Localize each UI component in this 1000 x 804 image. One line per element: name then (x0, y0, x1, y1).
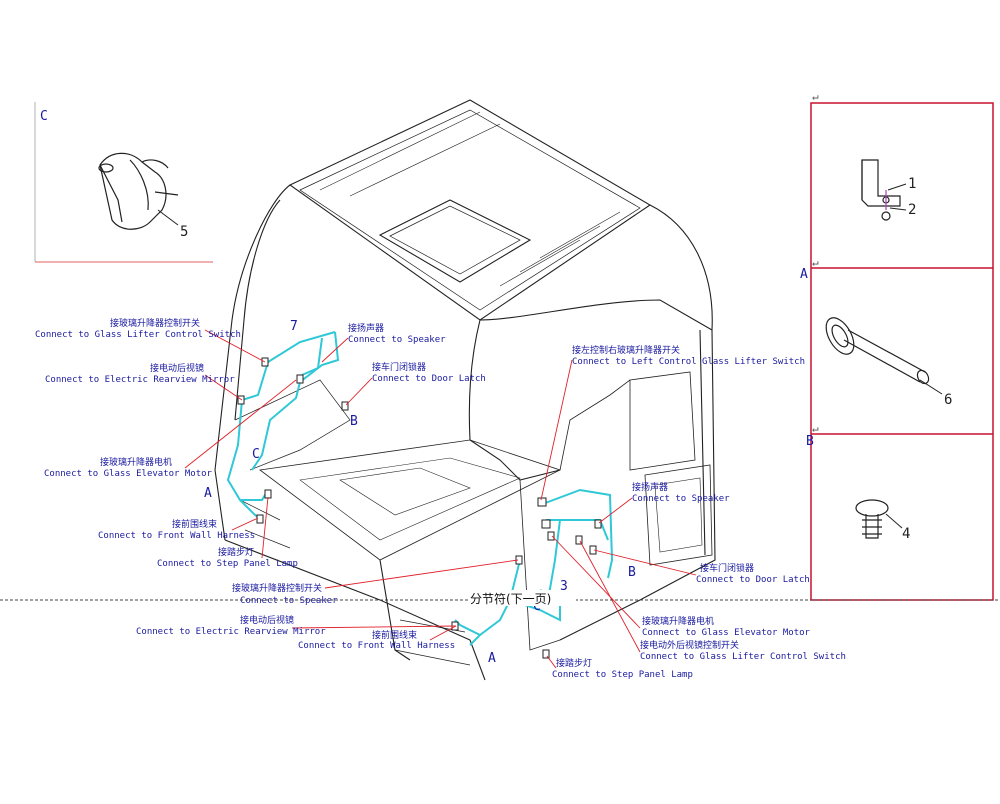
part-number-1: 1 (908, 176, 916, 192)
callout-step-lamp-right-cn: 接踏步灯 (556, 657, 592, 669)
svg-text:↵: ↵ (812, 422, 819, 435)
callout-step-lamp-right-en: Connect to Step Panel Lamp (552, 670, 693, 680)
marker-a-left: A (204, 486, 212, 501)
bracket-drawing (861, 159, 901, 221)
callout-elevator-motor-right-en: Connect to Glass Elevator Motor (642, 628, 811, 638)
marker-b-right: B (628, 565, 636, 580)
callout-speaker-top-en: Connect to Speaker (348, 335, 446, 345)
section-break: 分节符(下一页) (0, 590, 1000, 606)
marker-c-left: C (252, 447, 260, 462)
part-number-5: 5 (180, 224, 188, 240)
part-number-6: 6 (944, 392, 952, 408)
callout-front-wall-left-en: Connect to Front Wall Harness (98, 531, 255, 541)
inset-c-letter: C (40, 109, 48, 124)
callout-mirror-switch-right-en: Connect to Glass Lifter Control Switch (640, 652, 846, 662)
callout-front-wall-center-en: Connect to Front Wall Harness (298, 641, 455, 651)
markers: 7 B C A 3 B C A (204, 319, 636, 666)
callout-speaker-right-cn: 接扬声器 (632, 481, 668, 493)
part-number-2: 2 (908, 202, 916, 218)
wiring-harness (226, 331, 614, 646)
callout-door-latch-top-cn: 接车门闭锁器 (372, 361, 426, 373)
callout-elevator-motor-left-cn: 接玻璃升降器电机 (100, 456, 172, 468)
callout-step-lamp-left-en: Connect to Step Panel Lamp (157, 559, 298, 569)
callout-labels: 接玻璃升降器控制开关 Connect to Glass Lifter Contr… (35, 317, 846, 680)
svg-text:↵: ↵ (812, 90, 819, 103)
callout-lifter-switch-left-en: Connect to Glass Lifter Control Switch (35, 330, 241, 340)
svg-text:↵: ↵ (812, 256, 819, 269)
callout-door-latch-top-en: Connect to Door Latch (372, 374, 486, 384)
marker-c-right: C (533, 599, 541, 614)
callout-speaker-right-en: Connect to Speaker (632, 494, 730, 504)
callout-front-wall-center-cn: 接前围线束 (372, 629, 417, 641)
inset-b-letter: B (806, 434, 814, 449)
part-number-4: 4 (902, 526, 910, 542)
callout-lifter-switch-center-cn: 接玻璃升降器控制开关 (232, 582, 322, 594)
callout-mirror-left-cn: 接电动后视镜 (150, 362, 204, 374)
callout-left-right-switch-cn: 接左控制右玻璃升降器开关 (572, 344, 680, 356)
callout-door-latch-right-en: Connect to Door Latch (696, 575, 810, 585)
marker-7: 7 (290, 319, 298, 334)
section-break-label: 分节符(下一页) (470, 591, 551, 606)
callout-lifter-switch-left-cn: 接玻璃升降器控制开关 (110, 317, 200, 329)
callout-mirror-left-en: Connect to Electric Rearview Mirror (45, 375, 235, 385)
callout-mirror-switch-right-cn: 接电动外后视镜控制开关 (640, 639, 739, 651)
callout-step-lamp-left-cn: 接踏步灯 (218, 546, 254, 558)
callout-mirror-center-en: Connect to Electric Rearview Mirror (136, 627, 326, 637)
callout-front-wall-left-cn: 接前围线束 (172, 518, 217, 530)
clip-screw-drawing (855, 499, 889, 539)
inset-a-letter: A (800, 267, 808, 282)
marker-3: 3 (560, 579, 568, 594)
callout-left-right-switch-en: Connect to Left Control Glass Lifter Swi… (572, 357, 805, 367)
callout-lifter-switch-center-en: Connect to Speaker (240, 596, 338, 606)
inset-frame: ↵ ↵ ↵ 1 2 6 A (800, 90, 994, 601)
leader-lines (184, 329, 697, 669)
callout-elevator-motor-right-cn: 接玻璃升降器电机 (642, 615, 714, 627)
inset-c: C 5 (34, 102, 213, 263)
callout-elevator-motor-left-en: Connect to Glass Elevator Motor (44, 469, 213, 479)
clip-part-drawing (98, 152, 179, 230)
callout-speaker-top-cn: 接扬声器 (348, 322, 384, 334)
callout-door-latch-right-cn: 接车门闭锁器 (700, 562, 754, 574)
marker-a-right: A (488, 651, 496, 666)
cab-body-drawing (214, 99, 716, 681)
marker-b-left: B (350, 414, 358, 429)
callout-mirror-center-cn: 接电动后视镜 (240, 614, 294, 626)
pin-drawing (825, 317, 930, 385)
